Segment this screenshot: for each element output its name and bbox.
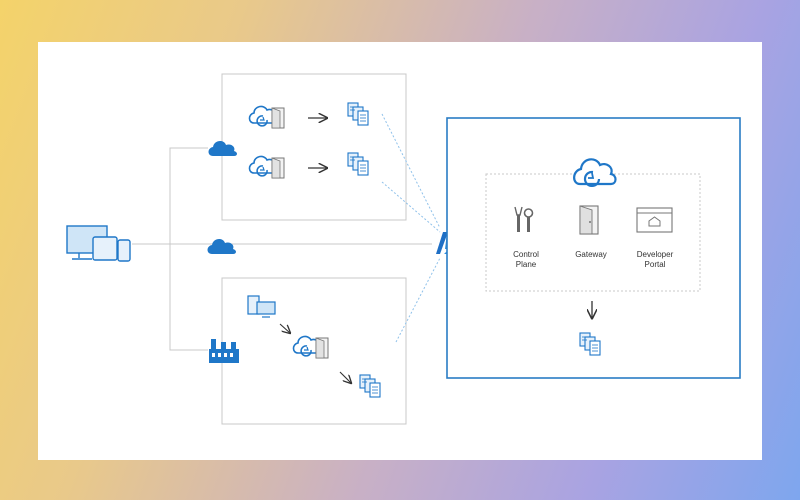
developer-portal-label: Developer Portal bbox=[630, 250, 680, 270]
developer-portal-label-line1: Developer bbox=[636, 250, 674, 259]
cloud-services-box bbox=[221, 73, 407, 221]
apim-cloud-icon bbox=[573, 158, 617, 188]
gateway-label: Gateway bbox=[566, 250, 616, 260]
portal-icon bbox=[636, 207, 673, 233]
server-icon bbox=[247, 295, 276, 318]
connector-lines bbox=[132, 147, 432, 351]
developer-portal-label-line2: Portal bbox=[644, 260, 666, 269]
control-plane-label-line1: Control bbox=[513, 250, 539, 259]
gateway-label-text: Gateway bbox=[575, 250, 607, 259]
control-plane-label-line2: Plane bbox=[515, 260, 537, 269]
gateway-door-icon bbox=[579, 205, 599, 235]
devices-icon bbox=[66, 225, 131, 262]
control-plane-label: Control Plane bbox=[501, 250, 551, 270]
cloud-icon bbox=[207, 239, 236, 254]
factory-icon bbox=[209, 339, 239, 363]
tools-icon bbox=[514, 206, 534, 232]
